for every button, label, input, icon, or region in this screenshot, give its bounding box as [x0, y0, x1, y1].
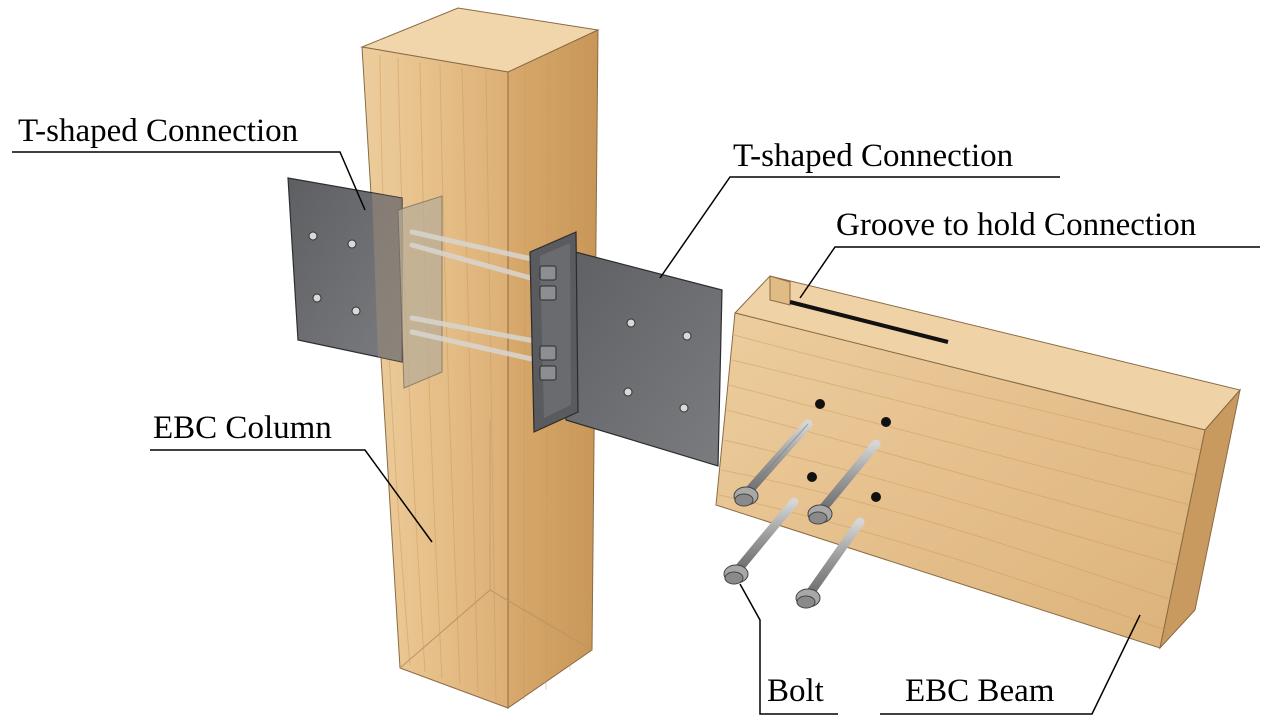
left-plate-embedded	[372, 193, 402, 362]
bolts	[723, 419, 881, 609]
bolt-2	[807, 439, 881, 525]
leader-bolt	[739, 583, 838, 715]
label-bolt: Bolt	[767, 673, 824, 709]
label-t-connection-right: T-shaped Connection	[733, 138, 1014, 174]
leader-lines	[12, 151, 1260, 715]
leader-tconn-right	[659, 176, 1060, 279]
beam-end-face	[1159, 388, 1241, 650]
bolt-3	[723, 497, 799, 585]
left-t-connection	[287, 177, 443, 389]
label-ebc-column: EBC Column	[153, 410, 332, 446]
bolt-4	[795, 517, 865, 609]
label-groove: Groove to hold Connection	[836, 207, 1197, 243]
label-t-connection-left: T-shaped Connection	[18, 113, 299, 149]
left-flange	[397, 195, 443, 389]
through-rods	[409, 229, 548, 365]
flange-nuts	[539, 265, 557, 381]
ebc-beam	[715, 275, 1241, 650]
label-ebc-beam: EBC Beam	[905, 673, 1055, 709]
bolt-1	[733, 419, 813, 507]
column-front-face	[361, 46, 509, 709]
leader-column	[150, 449, 433, 543]
right-t-connection	[529, 231, 723, 467]
leader-tconn-left	[12, 151, 366, 211]
beam-groove	[789, 300, 949, 344]
leader-groove	[799, 246, 1260, 299]
leader-beam	[880, 614, 1141, 715]
